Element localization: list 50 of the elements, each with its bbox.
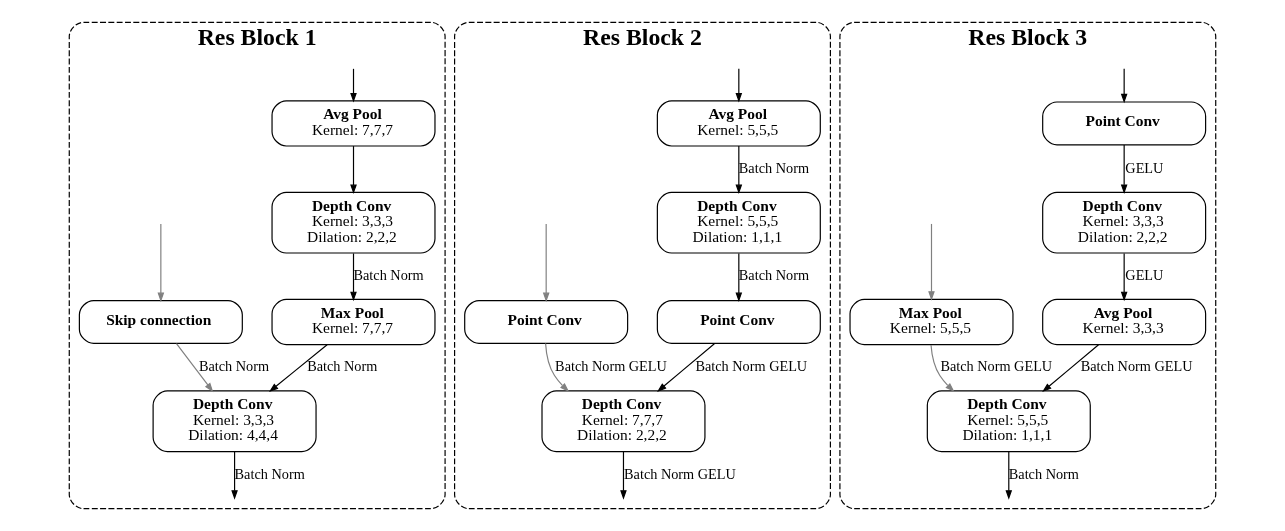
edge-label: Batch Norm GELU (1080, 358, 1193, 375)
arrow (350, 252, 357, 302)
edge-label: GELU (1125, 159, 1164, 176)
edge-label: GELU (1125, 266, 1164, 283)
node-box: Depth Conv Kernel: 5,5,5 Dilation: 1,1,1 (656, 191, 821, 254)
edge-label: Batch Norm (198, 358, 270, 375)
arrow (735, 68, 743, 103)
arrow (930, 344, 955, 392)
arrow (542, 223, 550, 303)
edge-label: Batch Norm (353, 266, 424, 283)
arrow (350, 68, 357, 103)
node-box: Avg Pool Kernel: 5,5,5 (656, 100, 821, 147)
arrow (735, 145, 743, 195)
arrow (231, 451, 238, 500)
arrow (350, 145, 357, 195)
node-box: Depth Conv Kernel: 3,3,3 Dilation: 2,2,2 (271, 191, 436, 254)
node-box: Point Conv (656, 300, 821, 344)
edge-label: Batch Norm GELU (555, 358, 667, 375)
node-box: Point Conv (464, 300, 629, 344)
edge-label: Batch Norm GELU (940, 358, 1053, 375)
arrow (1042, 344, 1100, 393)
arrow (620, 451, 627, 500)
node-box: Max Pool Kernel: 5,5,5 (849, 298, 1014, 346)
arrow (1120, 252, 1128, 302)
node-box: Point Conv (1042, 101, 1207, 146)
arrow (928, 223, 935, 301)
node-box: Depth Conv Kernel: 3,3,3 Dilation: 2,2,2 (1042, 191, 1207, 254)
node-box: Skip connection (78, 300, 243, 344)
edge-label: Batch Norm (738, 266, 809, 283)
arrow (157, 223, 165, 303)
node-box: Depth Conv Kernel: 5,5,5 Dilation: 1,1,1 (926, 390, 1091, 453)
arrow (545, 342, 570, 392)
node-box: Depth Conv Kernel: 3,3,3 Dilation: 4,4,4 (152, 390, 317, 453)
arrow (735, 252, 743, 303)
arrow (1120, 68, 1128, 104)
node-box: Depth Conv Kernel: 7,7,7 Dilation: 2,2,2 (541, 390, 706, 453)
node-box: Avg Pool Kernel: 7,7,7 (271, 100, 436, 147)
arrow (657, 343, 715, 392)
arrow (1120, 144, 1128, 194)
edge-label: Batch Norm (1008, 465, 1079, 482)
arrow (1005, 451, 1013, 500)
edge-label: Batch Norm (738, 159, 809, 176)
edge-label: Batch Norm GELU (695, 358, 808, 375)
arrow (269, 344, 328, 393)
arrow (175, 343, 214, 393)
edge-label: Batch Norm (307, 358, 378, 375)
edge-label: Batch Norm (234, 465, 305, 482)
edge-label: Batch Norm GELU (624, 465, 736, 482)
node-box: Avg Pool Kernel: 3,3,3 (1042, 298, 1207, 346)
node-box: Max Pool Kernel: 7,7,7 (271, 298, 436, 346)
